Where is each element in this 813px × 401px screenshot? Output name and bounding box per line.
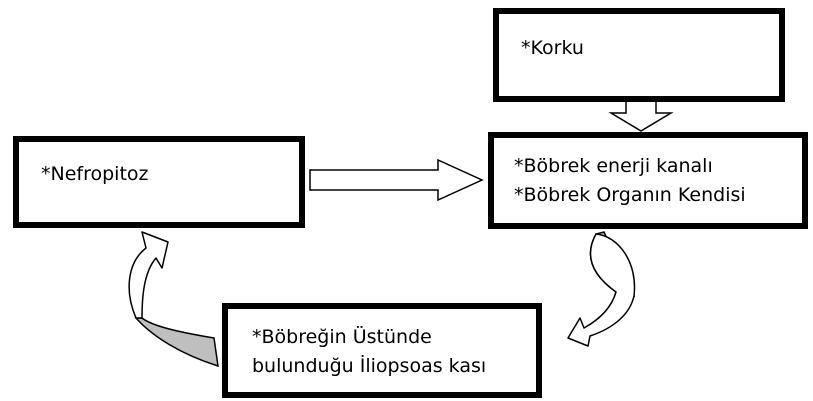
node-bobrek-line-1: *Böbrek enerji kanalı [514, 155, 713, 177]
node-bobrek-line-2: *Böbrek Organın Kendisi [514, 184, 746, 206]
node-nefropitoz-line-1: *Nefropitoz [41, 163, 149, 185]
curved-arrow-bobrek-to-iliopsoas [567, 231, 636, 347]
arrow-nefropitoz-to-bobrek [309, 158, 484, 202]
node-bobrek: *Böbrek enerji kanalı *Böbrek Organın Ke… [488, 132, 808, 229]
node-korku: *Korku [493, 8, 785, 102]
node-korku-line-1: *Korku [521, 37, 584, 59]
curved-arrow-iliopsoas-to-nefropitoz [128, 231, 219, 368]
node-iliopsoas: *Böbreğin Üstünde bulunduğu İliopsoas ka… [222, 303, 542, 398]
node-nefropitoz: *Nefropitoz [13, 136, 305, 228]
arrow-korku-to-bobrek [608, 101, 674, 132]
node-iliopsoas-line-2: bulunduğu İliopsoas kası [252, 355, 487, 377]
node-iliopsoas-line-1: *Böbreğin Üstünde [252, 326, 432, 348]
